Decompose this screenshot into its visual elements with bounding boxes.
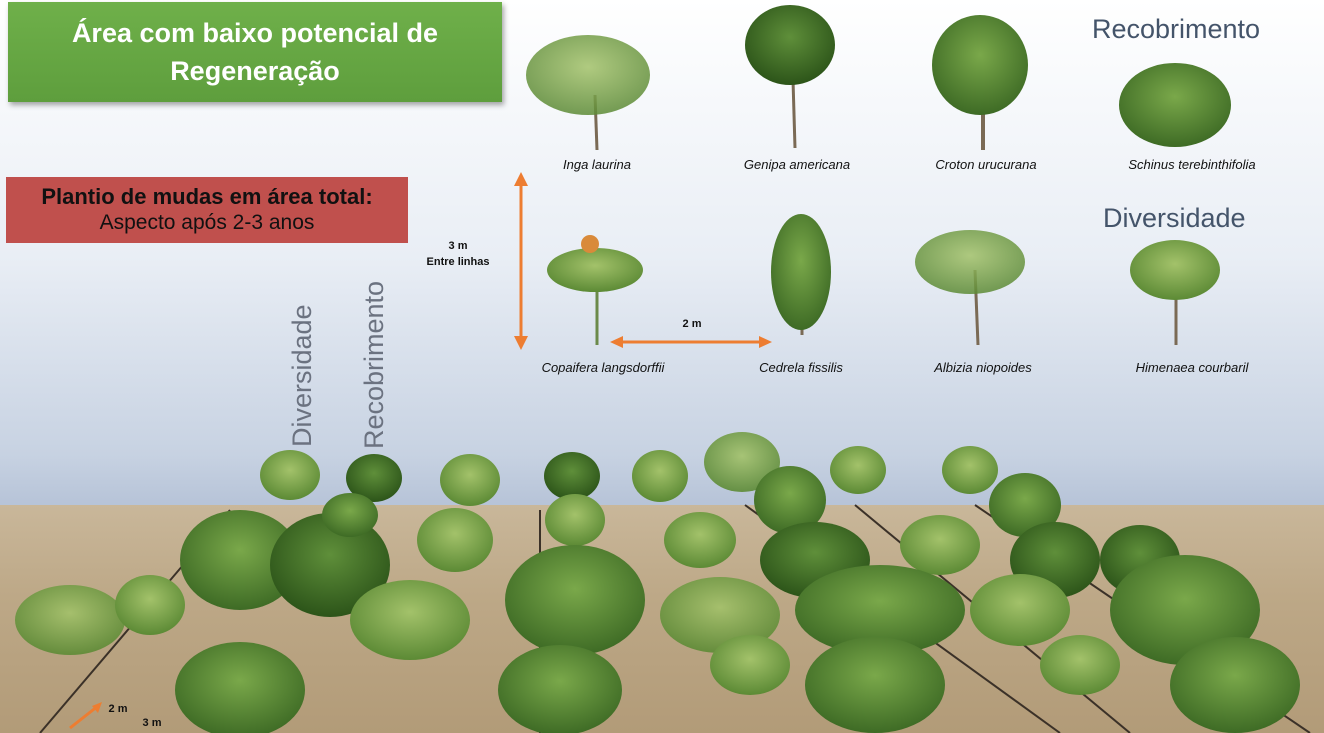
tree-inga-laurina — [526, 35, 650, 151]
plantio-box: Plantio de mudas em área total: Aspecto … — [6, 177, 408, 243]
arrow-between-rows — [514, 172, 528, 350]
tree-croton-urucurana — [932, 15, 1028, 150]
tree-albizia-niopoides — [915, 230, 1025, 346]
species-name: Schinus terebinthifolia — [1128, 157, 1256, 172]
dim-ground-3m: 3 m — [142, 717, 162, 729]
dim-ground-2m: 2 m — [108, 703, 128, 715]
species-name: Copaifera langsdorffii — [541, 360, 665, 375]
title-line2: Regeneração — [170, 56, 340, 86]
species-name: Cedrela fissilis — [759, 360, 843, 375]
species-name: Himenaea courbaril — [1135, 360, 1249, 375]
label-recobrimento: Recobrimento — [1092, 14, 1261, 44]
tree-schinus-terebinthifolia — [1119, 63, 1231, 147]
title-line1: Área com baixo potencial de — [71, 18, 439, 48]
plantio-line1: Plantio de mudas em área total: — [41, 184, 373, 209]
species-name: Albizia niopoides — [934, 360, 1032, 375]
planted-vegetation — [15, 432, 1300, 733]
label-diversidade: Diversidade — [1103, 203, 1246, 233]
vertical-label-diversidade: Diversidade — [287, 304, 317, 447]
tree-genipa-americana — [745, 5, 835, 149]
arrow-between-plants — [610, 336, 772, 348]
tree-copaifera-langsdorffii — [547, 235, 643, 345]
arrow-ground-2m — [69, 702, 102, 730]
vertical-label-recobrimento: Recobrimento — [359, 280, 389, 449]
dim-between-plants: 2 m — [682, 318, 702, 330]
dim-between-rows-label: Entre linhas — [426, 256, 490, 268]
title-box: Área com baixo potencial de Regeneração — [8, 2, 502, 102]
species-name: Inga laurina — [563, 157, 631, 172]
plantio-line2: Aspecto após 2-3 anos — [99, 211, 315, 234]
species-name: Croton urucurana — [935, 157, 1037, 172]
tree-himenaea-courbaril — [1130, 240, 1220, 345]
tree-cedrela-fissilis — [771, 214, 831, 335]
dim-between-rows-value: 3 m — [448, 240, 468, 252]
species-name: Genipa americana — [743, 157, 851, 172]
